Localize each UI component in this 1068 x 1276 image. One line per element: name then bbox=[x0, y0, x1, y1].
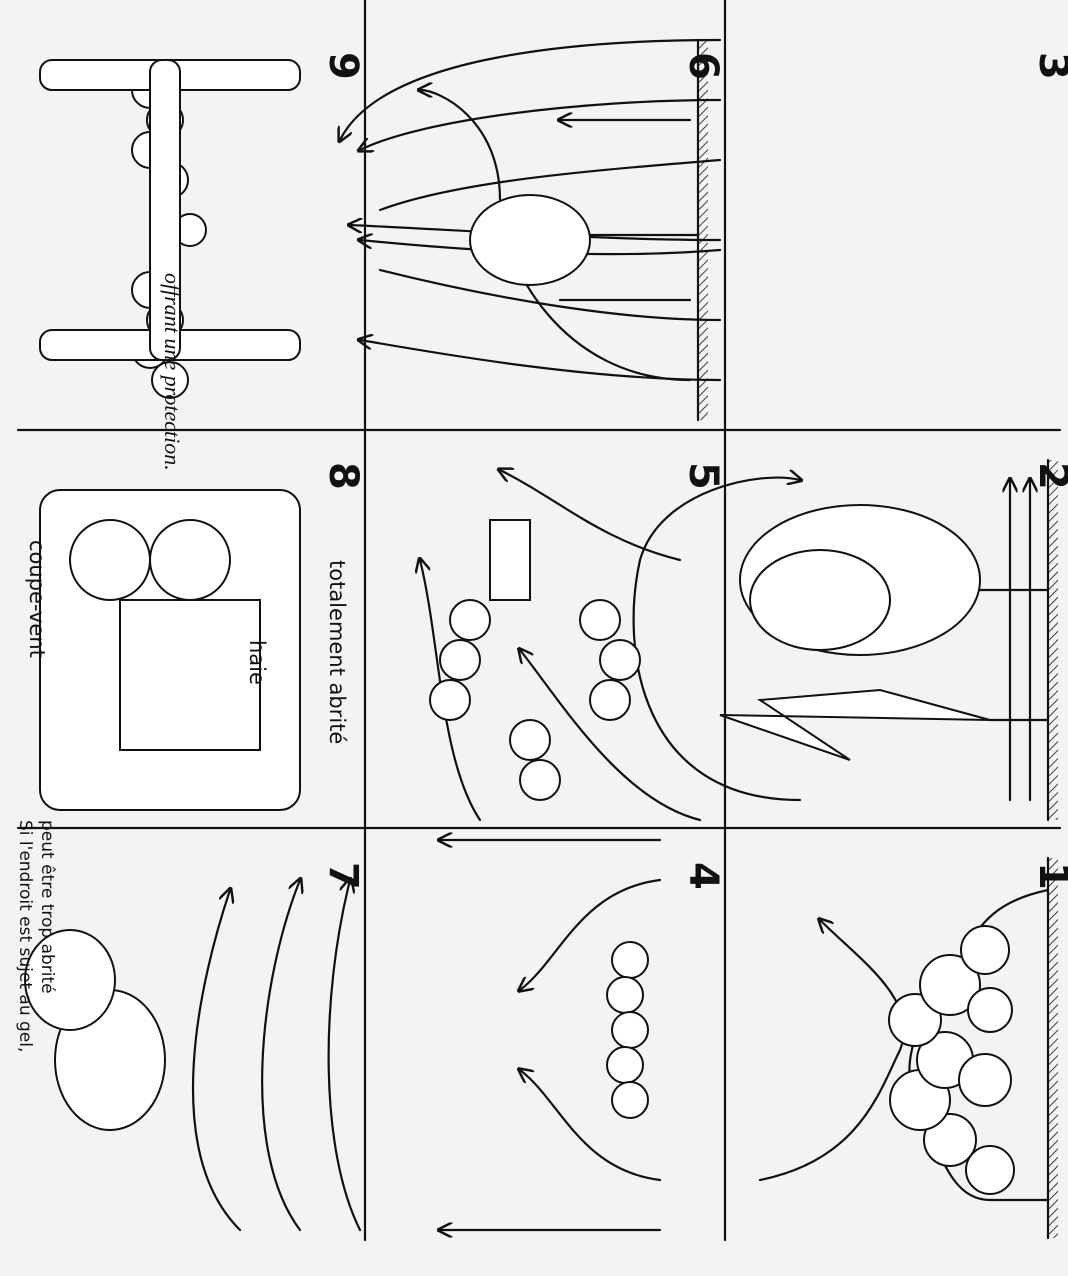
panel-1-dense-hedge bbox=[760, 858, 1058, 1238]
label-hedge: haie bbox=[245, 640, 269, 685]
panel-2-tree-group bbox=[634, 460, 1058, 820]
panel-5-house bbox=[490, 520, 530, 600]
panel-number-5: 5 bbox=[680, 462, 726, 490]
caption-text: offrant une protection. bbox=[159, 273, 185, 693]
panel-number-3: 3 bbox=[1030, 52, 1068, 80]
panel-number-8: 8 bbox=[320, 462, 366, 490]
label-frost-note-line1: Si l'endroit est sujet au gel, bbox=[15, 820, 35, 1052]
panel-5-staggered-groups bbox=[420, 470, 700, 820]
panel-number-4: 4 bbox=[680, 862, 726, 890]
label-totally-sheltered: totalement abrité bbox=[325, 560, 349, 744]
panel-number-9: 9 bbox=[320, 52, 366, 80]
label-windbreak: coupe-vent bbox=[25, 540, 49, 658]
panel-5-shrubs bbox=[430, 600, 640, 800]
label-frost-note-line2: peut être trop abrité bbox=[37, 820, 57, 994]
panel-number-7: 7 bbox=[320, 862, 366, 890]
panel-numbers: 1 2 3 4 5 6 7 8 9 bbox=[320, 52, 1068, 890]
panel-1-foliage bbox=[889, 926, 1014, 1194]
panel-7-layered-trees bbox=[25, 880, 360, 1230]
panel-4-hedge-row bbox=[440, 840, 660, 1230]
panel-4-shrubs bbox=[607, 942, 648, 1118]
